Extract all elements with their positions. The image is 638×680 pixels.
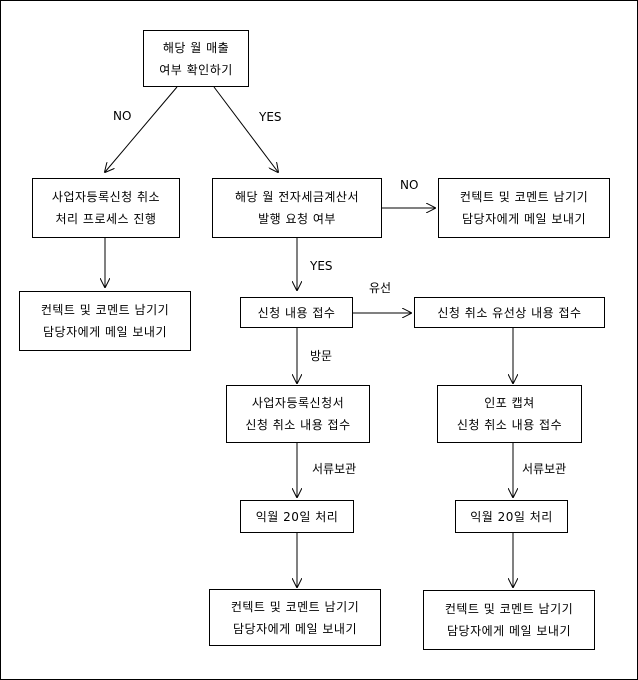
node-comment-left-line1: 컨텍트 및 코멘트 남기기 (40, 303, 170, 317)
node-visit-receive-line1: 사업자등록신청서 (251, 396, 345, 410)
node-capture-receive-line1: 인포 캡쳐 (484, 396, 535, 410)
node-process-left: 익월 20일 처리 (240, 500, 354, 533)
edge-label-archive-right: 서류보관 (522, 462, 567, 476)
node-capture-receive-line2: 신청 취소 내용 접수 (456, 418, 563, 432)
edge-label-yes-right: YES (259, 110, 282, 124)
arrow-start-to-invoice (213, 86, 278, 172)
node-receive-request: 신청 내용 접수 (240, 297, 353, 328)
node-comment-top-right: 컨텍트 및 코멘트 남기기 담당자에게 메일 보내기 (438, 178, 610, 238)
node-cancel-process-line2: 처리 프로세스 진행 (55, 212, 157, 226)
node-visit-receive: 사업자등록신청서 신청 취소 내용 접수 (226, 385, 370, 443)
edge-label-phone: 유선 (369, 281, 392, 295)
edge-label-archive-left: 서류보관 (312, 462, 357, 476)
node-invoice-request-line2: 발행 요청 여부 (258, 212, 336, 226)
node-invoice-request: 해당 월 전자세금계산서 발행 요청 여부 (212, 178, 382, 238)
node-start-line1: 해당 월 매출 (162, 40, 230, 55)
edge-label-no-invoice: NO (400, 178, 419, 192)
node-start-line2: 여부 확인하기 (159, 62, 233, 77)
node-invoice-request-line1: 해당 월 전자세금계산서 (234, 190, 360, 204)
node-comment-top-right-line1: 컨텍트 및 코멘트 남기기 (459, 190, 589, 204)
node-start: 해당 월 매출 여부 확인하기 (143, 30, 249, 87)
node-comment-bottom-left-line1: 컨텍트 및 코멘트 남기기 (230, 599, 360, 614)
node-cancel-phone-line1: 신청 취소 유선상 내용 접수 (437, 305, 582, 320)
node-process-right: 익월 20일 처리 (455, 500, 568, 533)
node-comment-left: 컨텍트 및 코멘트 남기기 담당자에게 메일 보내기 (19, 291, 191, 351)
node-comment-left-line2: 담당자에게 메일 보내기 (42, 325, 168, 339)
node-comment-bottom-right: 컨텍트 및 코멘트 남기기 담당자에게 메일 보내기 (423, 590, 595, 650)
node-comment-bottom-left-line2: 담당자에게 메일 보내기 (232, 621, 358, 636)
node-comment-top-right-line2: 담당자에게 메일 보내기 (461, 212, 587, 226)
node-comment-bottom-right-line2: 담당자에게 메일 보내기 (446, 624, 572, 638)
edge-label-visit: 방문 (310, 349, 333, 363)
node-visit-receive-line2: 신청 취소 내용 접수 (245, 418, 351, 432)
node-capture-receive: 인포 캡쳐 신청 취소 내용 접수 (437, 385, 582, 443)
arrow-start-to-cancel (105, 86, 178, 172)
node-cancel-process: 사업자등록신청 취소 처리 프로세스 진행 (32, 178, 180, 238)
node-receive-request-line1: 신청 내용 접수 (257, 305, 336, 320)
node-comment-bottom-right-line1: 컨텍트 및 코멘트 남기기 (444, 602, 574, 616)
edge-label-no-left: NO (113, 109, 132, 123)
node-process-left-line1: 익월 20일 처리 (255, 509, 339, 524)
node-comment-bottom-left: 컨텍트 및 코멘트 남기기 담당자에게 메일 보내기 (209, 589, 381, 646)
edge-label-yes-invoice: YES (310, 259, 333, 273)
node-cancel-phone: 신청 취소 유선상 내용 접수 (414, 297, 605, 328)
node-process-right-line1: 익월 20일 처리 (470, 509, 553, 524)
node-cancel-process-line1: 사업자등록신청 취소 (51, 190, 161, 204)
